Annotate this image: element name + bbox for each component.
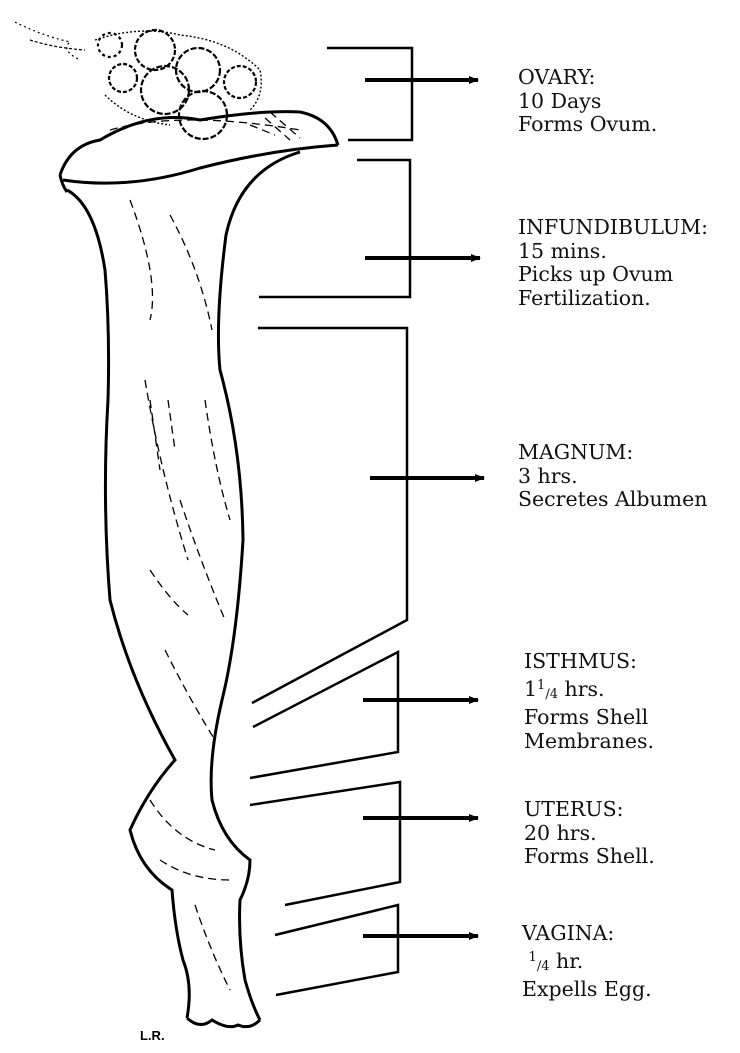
stage-name: INFUNDIBULUM: bbox=[518, 216, 708, 240]
stage-name: OVARY: bbox=[518, 66, 657, 90]
oviduct-texture bbox=[110, 112, 300, 990]
stage-function-2: Fertilization. bbox=[518, 287, 708, 311]
ovary-label: OVARY: 10 Days Forms Ovum. bbox=[518, 66, 657, 137]
stage-time: 10 Days bbox=[518, 90, 657, 114]
stage-function-2: Membranes. bbox=[524, 730, 654, 754]
stage-time: 11/4 hrs. bbox=[524, 674, 654, 707]
stage-function: Forms Ovum. bbox=[518, 113, 657, 137]
oviduct-body bbox=[60, 112, 338, 1027]
stage-function: Forms Shell bbox=[524, 706, 654, 730]
stage-function: Secretes Albumen bbox=[518, 488, 707, 512]
artist-initials: L.R. bbox=[140, 1028, 165, 1043]
arrows bbox=[363, 80, 484, 936]
infundibulum-label: INFUNDIBULUM: 15 mins. Picks up Ovum Fer… bbox=[518, 216, 708, 310]
stage-name: ISTHMUS: bbox=[524, 650, 654, 674]
stage-time: 20 hrs. bbox=[524, 822, 655, 846]
uterus-label: UTERUS: 20 hrs. Forms Shell. bbox=[524, 798, 655, 869]
stage-name: MAGNUM: bbox=[518, 441, 707, 465]
stage-time: 3 hrs. bbox=[518, 465, 707, 489]
magnum-label: MAGNUM: 3 hrs. Secretes Albumen bbox=[518, 441, 707, 512]
stage-function: Forms Shell. bbox=[524, 845, 655, 869]
stage-function: Expells Egg. bbox=[522, 978, 652, 1002]
vagina-label: VAGINA: 1/4 hr. Expells Egg. bbox=[522, 922, 652, 1002]
stage-function: Picks up Ovum bbox=[518, 263, 708, 287]
stage-time: 15 mins. bbox=[518, 240, 708, 264]
isthmus-label: ISTHMUS: 11/4 hrs. Forms Shell Membranes… bbox=[524, 650, 654, 753]
stage-name: UTERUS: bbox=[524, 798, 655, 822]
stage-name: VAGINA: bbox=[522, 922, 652, 946]
bracket-lines bbox=[250, 48, 412, 995]
stage-time: 1/4 hr. bbox=[522, 946, 652, 979]
